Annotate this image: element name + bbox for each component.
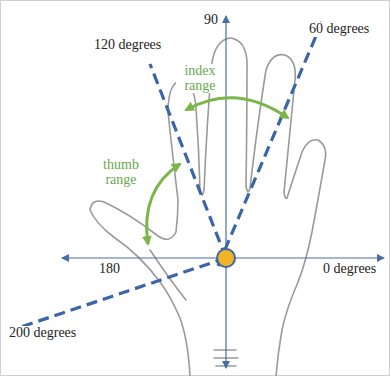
range-arc: [147, 164, 180, 244]
angle-label: 90: [203, 13, 219, 28]
angle-label: 120 degrees: [93, 38, 162, 53]
range-label: thumb range: [96, 158, 146, 187]
range-arc: [186, 98, 288, 118]
hand-outline: [90, 38, 326, 376]
angle-lines: [12, 22, 322, 330]
angle-label: 200 degrees: [8, 326, 77, 341]
angle-label: 60 degrees: [308, 22, 370, 37]
axis-line: [225, 16, 226, 258]
angle-label: 0 degrees: [322, 262, 377, 277]
range-label: index range: [176, 64, 224, 93]
axis-line: [226, 257, 384, 258]
axis-line: [62, 257, 226, 258]
pivot-dot: [217, 249, 235, 267]
axis-line: [225, 258, 226, 368]
angle-label: 180: [98, 262, 121, 277]
